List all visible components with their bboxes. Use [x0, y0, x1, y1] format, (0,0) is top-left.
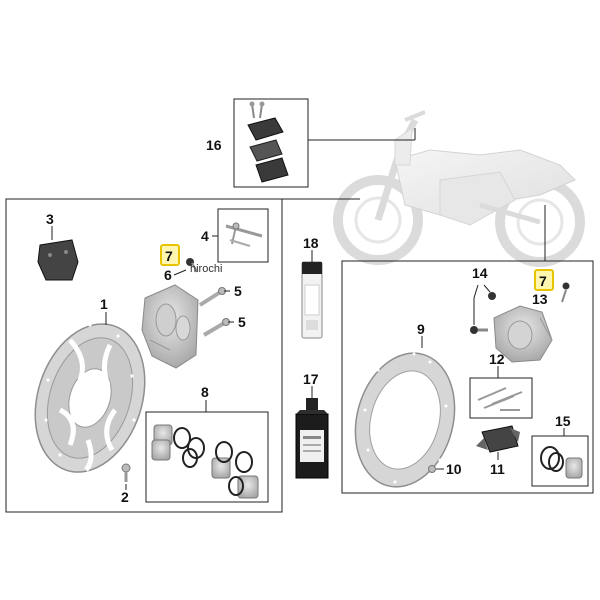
- bleed-valve-front: [186, 258, 198, 273]
- callout-14: 14: [472, 265, 488, 281]
- callout-8: 8: [201, 384, 209, 400]
- callout-1: 1: [100, 296, 108, 312]
- brake-pad-kit-box: [233, 98, 309, 188]
- callout-13: 13: [532, 291, 548, 307]
- callout-17: 17: [303, 371, 319, 387]
- rear-brake-frame: [341, 260, 594, 494]
- disc-screw-rear: [428, 465, 440, 473]
- pad-kit-upper-pad: [247, 117, 284, 141]
- spray-can: [301, 261, 323, 339]
- callout-5-upper: 5: [234, 283, 242, 299]
- callout-7-highlight-rear: [534, 269, 554, 291]
- callout-6: 6: [164, 267, 172, 283]
- callout-3: 3: [46, 211, 54, 227]
- callout-18: 18: [303, 235, 319, 251]
- pad-spring-kit-box: [469, 377, 533, 419]
- callout-2: 2: [121, 489, 129, 505]
- front-brake-frame: [5, 198, 283, 513]
- caliper-bolt-lower: [202, 318, 230, 337]
- rear-brake-caliper: [493, 305, 553, 363]
- watermark: hirochi: [190, 263, 222, 275]
- rear-piston-kit-box: [531, 435, 589, 487]
- callout-9: 9: [417, 321, 425, 337]
- front-brake-caliper: [141, 284, 199, 369]
- hose-fitting-kit: [470, 284, 496, 334]
- callout-16: 16: [206, 137, 222, 153]
- brake-pad-front: [37, 239, 79, 281]
- callout-12: 12: [489, 351, 505, 367]
- pad-kit-screws: [249, 101, 265, 119]
- callout-7-highlight-front: [160, 244, 180, 266]
- brake-fluid-bottle: [295, 398, 329, 479]
- pad-kit-lower-pad: [255, 157, 289, 183]
- motorcycle-illustration: [333, 110, 585, 267]
- pin-kit-box: [217, 208, 269, 263]
- front-brake-disc: [34, 323, 146, 474]
- callout-7-front: 7: [165, 248, 173, 264]
- rear-brake-disc: [354, 352, 456, 488]
- piston-kit-box: [145, 411, 269, 503]
- disc-screw-front: [121, 463, 131, 482]
- pad-kit-middle-plate: [249, 139, 283, 162]
- callout-15: 15: [555, 413, 571, 429]
- brake-pad-rear: [476, 425, 520, 453]
- callout-11: 11: [490, 461, 505, 477]
- callout-7-rear: 7: [539, 273, 547, 289]
- bleed-valve-rear: [561, 282, 570, 303]
- callout-5-lower: 5: [238, 314, 246, 330]
- callout-4: 4: [201, 228, 209, 244]
- caliper-bolt-upper: [198, 287, 226, 307]
- leader-6: [173, 269, 187, 276]
- callout-10: 10: [446, 461, 462, 477]
